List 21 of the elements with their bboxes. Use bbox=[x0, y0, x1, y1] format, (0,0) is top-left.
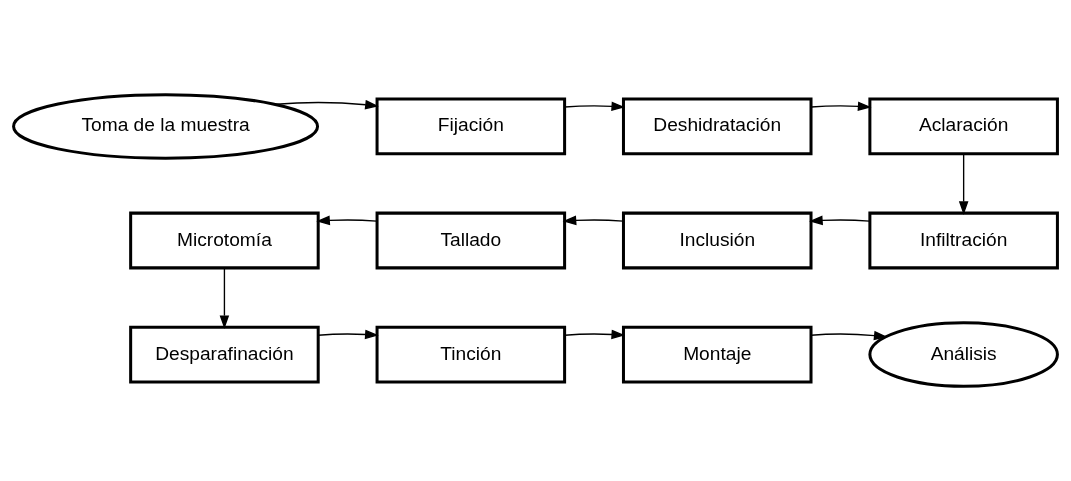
node-box: Fijación bbox=[375, 97, 567, 156]
arrow bbox=[809, 215, 871, 226]
node-box: Deshidratación bbox=[621, 97, 813, 156]
node-box: Montaje bbox=[621, 325, 813, 384]
node-box: Inclusión bbox=[621, 211, 813, 270]
node-box: Tinción bbox=[375, 325, 567, 384]
arrow bbox=[562, 215, 624, 226]
arrow bbox=[275, 99, 379, 110]
arrow bbox=[810, 330, 888, 341]
node-box: Infiltración bbox=[868, 211, 1059, 270]
node-box: Desparafinación bbox=[129, 325, 320, 384]
arrow bbox=[317, 329, 379, 340]
arrow bbox=[219, 267, 230, 330]
arrow bbox=[316, 215, 378, 226]
arrow bbox=[810, 101, 872, 112]
node-ellipse: Toma de la muestra bbox=[12, 93, 320, 160]
node-ellipse: Análisis bbox=[868, 321, 1059, 388]
node-box: Microtomía bbox=[129, 211, 320, 270]
arrow bbox=[958, 153, 969, 215]
node-box: Aclaración bbox=[868, 97, 1059, 156]
node-box: Tallado bbox=[375, 211, 567, 270]
